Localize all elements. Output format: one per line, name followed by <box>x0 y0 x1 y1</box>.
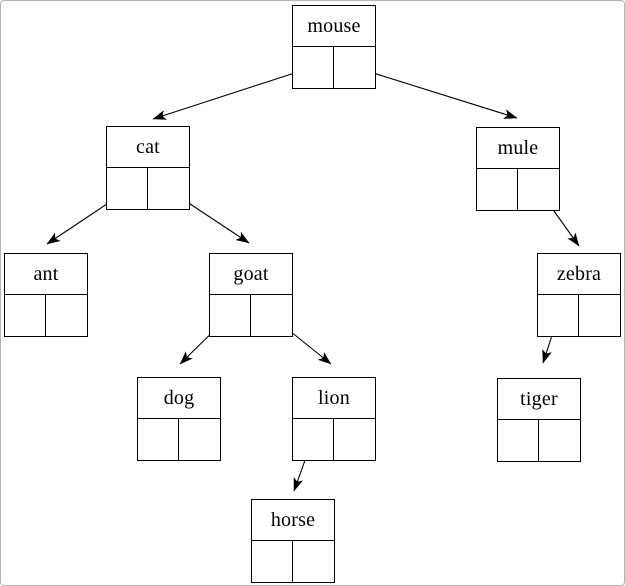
left-pointer-cell <box>293 419 334 460</box>
node-label: dog <box>138 378 220 419</box>
tree-node-mule: mule <box>476 127 560 211</box>
node-label: lion <box>293 378 375 419</box>
node-label: mouse <box>293 6 375 47</box>
pointer-cells <box>138 419 220 460</box>
right-pointer-cell <box>539 420 580 461</box>
pointer-cells <box>538 295 620 336</box>
node-label: mule <box>477 128 559 169</box>
tree-node-mouse: mouse <box>292 5 376 89</box>
tree-node-ant: ant <box>4 253 88 337</box>
right-pointer-cell <box>293 541 334 582</box>
right-pointer-cell <box>334 47 375 88</box>
node-label: horse <box>252 500 334 541</box>
tree-node-tiger: tiger <box>497 378 581 462</box>
tree-node-cat: cat <box>106 126 190 210</box>
node-label: zebra <box>538 254 620 295</box>
edge-mouse-right-to-mule <box>353 66 518 119</box>
right-pointer-cell <box>179 419 220 460</box>
right-pointer-cell <box>518 169 559 210</box>
pointer-cells <box>477 169 559 210</box>
left-pointer-cell <box>538 295 579 336</box>
left-pointer-cell <box>498 420 539 461</box>
tree-node-horse: horse <box>251 499 335 583</box>
pointer-cells <box>293 419 375 460</box>
right-pointer-cell <box>148 168 189 209</box>
left-pointer-cell <box>107 168 148 209</box>
node-label: cat <box>107 127 189 168</box>
edge-mouse-left-to-cat <box>152 66 314 120</box>
pointer-cells <box>5 295 87 336</box>
left-pointer-cell <box>252 541 293 582</box>
tree-node-zebra: zebra <box>537 253 621 337</box>
right-pointer-cell <box>251 295 292 336</box>
right-pointer-cell <box>579 295 620 336</box>
pointer-cells <box>107 168 189 209</box>
tree-node-lion: lion <box>292 377 376 461</box>
left-pointer-cell <box>138 419 179 460</box>
node-label: ant <box>5 254 87 295</box>
pointer-cells <box>293 47 375 88</box>
tree-node-dog: dog <box>137 377 221 461</box>
left-pointer-cell <box>477 169 518 210</box>
node-label: tiger <box>498 379 580 420</box>
right-pointer-cell <box>46 295 87 336</box>
left-pointer-cell <box>210 295 251 336</box>
node-label: goat <box>210 254 292 295</box>
tree-node-goat: goat <box>209 253 293 337</box>
left-pointer-cell <box>293 47 334 88</box>
pointer-cells <box>252 541 334 582</box>
pointer-cells <box>210 295 292 336</box>
pointer-cells <box>498 420 580 461</box>
left-pointer-cell <box>5 295 46 336</box>
right-pointer-cell <box>334 419 375 460</box>
